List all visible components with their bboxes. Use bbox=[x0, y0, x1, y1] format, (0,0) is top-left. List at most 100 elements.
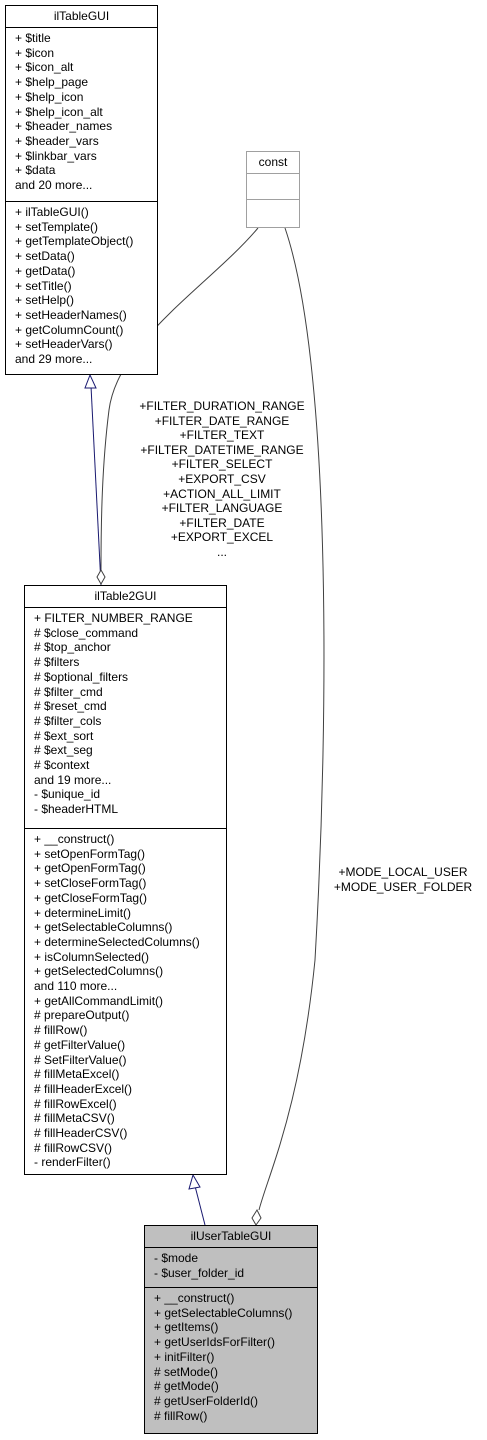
method: + getUserIdsForFilter() bbox=[154, 1335, 276, 1350]
attribute: # $ext_sort bbox=[34, 728, 94, 743]
attribute: - $unique_id bbox=[34, 787, 101, 802]
attribute: + FILTER_NUMBER_RANGE bbox=[34, 611, 193, 625]
attribute: - $mode bbox=[154, 1251, 199, 1265]
method: + setHeaderVars() bbox=[15, 337, 113, 352]
attribute: + $title bbox=[15, 31, 51, 45]
attribute-list-iltablegui: + $title + $icon + $icon_alt + $help_pag… bbox=[6, 28, 157, 202]
attribute-list-const bbox=[247, 174, 299, 200]
usage-edge-const-ilusertablegui bbox=[258, 227, 325, 1211]
method: - renderFilter() bbox=[34, 1155, 111, 1170]
method: # fillMetaExcel() bbox=[34, 1067, 120, 1082]
attribute: # $optional_filters bbox=[34, 669, 129, 684]
method: # getFilterValue() bbox=[34, 1037, 126, 1052]
attribute: # $filter_cmd bbox=[34, 684, 103, 699]
attribute: # $reset_cmd bbox=[34, 699, 107, 714]
member-label: +FILTER_DATE bbox=[179, 515, 265, 530]
class-box-iltable2gui[interactable]: ilTable2GUI + FILTER_NUMBER_RANGE # $clo… bbox=[24, 585, 227, 1175]
attribute: + $help_page bbox=[15, 75, 89, 90]
method: + getSelectableColumns() bbox=[34, 920, 173, 935]
method: and 29 more... bbox=[15, 352, 93, 367]
member-label: +MODE_USER_FOLDER bbox=[333, 879, 473, 894]
method: + getCloseFormTag() bbox=[34, 890, 148, 905]
member-label: +EXPORT_CSV bbox=[178, 471, 266, 486]
class-name-iltablegui: ilTableGUI bbox=[6, 6, 157, 28]
attribute: + $data bbox=[15, 163, 56, 178]
method: + __construct() bbox=[154, 1291, 235, 1305]
attribute: + $icon bbox=[15, 45, 55, 60]
inheritance-arrowhead-iltable2gui bbox=[188, 1173, 201, 1190]
member-label: +FILTER_DURATION_RANGE bbox=[139, 399, 305, 413]
attribute-list-iltable2gui: + FILTER_NUMBER_RANGE # $close_command #… bbox=[25, 608, 226, 829]
aggregation-diamond-iltable2gui bbox=[96, 568, 106, 586]
member-label: +FILTER_TEXT bbox=[179, 428, 265, 443]
attribute: # $close_command bbox=[34, 625, 139, 640]
method: + setData() bbox=[15, 249, 75, 264]
method: and 110 more... bbox=[34, 979, 118, 994]
attribute: + $header_names bbox=[15, 119, 113, 134]
method: # fillRow() bbox=[34, 1023, 88, 1038]
member-label: +FILTER_LANGUAGE bbox=[161, 501, 283, 516]
member-label: +FILTER_DATE_RANGE bbox=[154, 413, 290, 428]
method: + getAllCommandLimit() bbox=[34, 993, 164, 1008]
method: # fillRow() bbox=[154, 1408, 208, 1423]
class-name-const: const bbox=[247, 152, 299, 174]
attribute: + $help_icon_alt bbox=[15, 104, 103, 119]
member-label: +FILTER_SELECT bbox=[171, 457, 273, 472]
attribute: # $ext_seg bbox=[34, 743, 93, 758]
edge-label-const-iltable2gui: +FILTER_DURATION_RANGE +FILTER_DATE_RANG… bbox=[112, 399, 332, 560]
method-list-const bbox=[247, 200, 299, 226]
method: + getData() bbox=[15, 263, 76, 278]
method: # setMode() bbox=[154, 1364, 219, 1379]
attribute: + $help_icon bbox=[15, 89, 84, 104]
method: + __construct() bbox=[34, 832, 115, 846]
attribute: + $icon_alt bbox=[15, 60, 74, 75]
method: # getMode() bbox=[154, 1379, 219, 1394]
member-label: +MODE_LOCAL_USER bbox=[338, 865, 468, 879]
method: # fillRowExcel() bbox=[34, 1096, 117, 1111]
aggregation-diamond-ilusertablegui bbox=[251, 1208, 262, 1226]
method: + getTemplateObject() bbox=[15, 234, 134, 249]
member-label: +ACTION_ALL_LIMIT bbox=[163, 486, 281, 501]
class-name-iltable2gui: ilTable2GUI bbox=[25, 586, 226, 608]
attribute: - $headerHTML bbox=[34, 802, 119, 817]
member-label: +EXPORT_EXCEL bbox=[170, 530, 274, 545]
method-list-iltable2gui: + __construct() + setOpenFormTag() + get… bbox=[25, 829, 226, 1174]
method: + ilTableGUI() bbox=[15, 205, 89, 219]
method: # fillHeaderExcel() bbox=[34, 1081, 133, 1096]
method: + setTemplate() bbox=[15, 219, 99, 234]
member-label: +FILTER_DATETIME_RANGE bbox=[140, 442, 304, 457]
attribute: # $filter_cols bbox=[34, 713, 102, 728]
member-label: ... bbox=[216, 544, 227, 559]
method: + determineLimit() bbox=[34, 905, 132, 920]
method: # fillRowCSV() bbox=[34, 1140, 113, 1155]
attribute: + $header_vars bbox=[15, 133, 99, 148]
method: # fillMetaCSV() bbox=[34, 1111, 115, 1126]
class-box-ilusertablegui[interactable]: ilUserTableGUI - $mode - $user_folder_id… bbox=[144, 1225, 318, 1434]
method: + setCloseFormTag() bbox=[34, 876, 147, 891]
attribute: - $user_folder_id bbox=[154, 1265, 245, 1280]
class-name-ilusertablegui: ilUserTableGUI bbox=[145, 1226, 317, 1248]
method-list-iltablegui: + ilTableGUI() + setTemplate() + getTemp… bbox=[6, 202, 157, 371]
method-list-ilusertablegui: + __construct() + getSelectableColumns()… bbox=[145, 1288, 317, 1427]
class-box-const[interactable]: const bbox=[246, 151, 300, 228]
attribute: + $linkbar_vars bbox=[15, 148, 97, 163]
method: # prepareOutput() bbox=[34, 1008, 130, 1023]
attribute: and 19 more... bbox=[34, 772, 112, 787]
method: + setHelp() bbox=[15, 293, 75, 308]
method: + isColumnSelected() bbox=[34, 949, 150, 964]
attribute-list-ilusertablegui: - $mode - $user_folder_id bbox=[145, 1248, 317, 1288]
edge-label-const-ilusertablegui: +MODE_LOCAL_USER +MODE_USER_FOLDER bbox=[318, 865, 487, 894]
method: + getSelectableColumns() bbox=[154, 1305, 293, 1320]
method: # SetFilterValue() bbox=[34, 1052, 127, 1067]
method: + setTitle() bbox=[15, 278, 72, 293]
method: + setOpenFormTag() bbox=[34, 846, 146, 861]
method: + determineSelectedColumns() bbox=[34, 934, 200, 949]
class-box-iltablegui[interactable]: ilTableGUI + $title + $icon + $icon_alt … bbox=[5, 5, 158, 375]
inheritance-edge-iltable2gui-iltablegui bbox=[90, 385, 102, 586]
attribute: # $filters bbox=[34, 655, 80, 670]
attribute: and 20 more... bbox=[15, 178, 93, 193]
method: + setHeaderNames() bbox=[15, 307, 127, 322]
method: + getItems() bbox=[154, 1320, 219, 1335]
inheritance-edge-ilusertablegui-iltable2gui bbox=[194, 1185, 206, 1226]
